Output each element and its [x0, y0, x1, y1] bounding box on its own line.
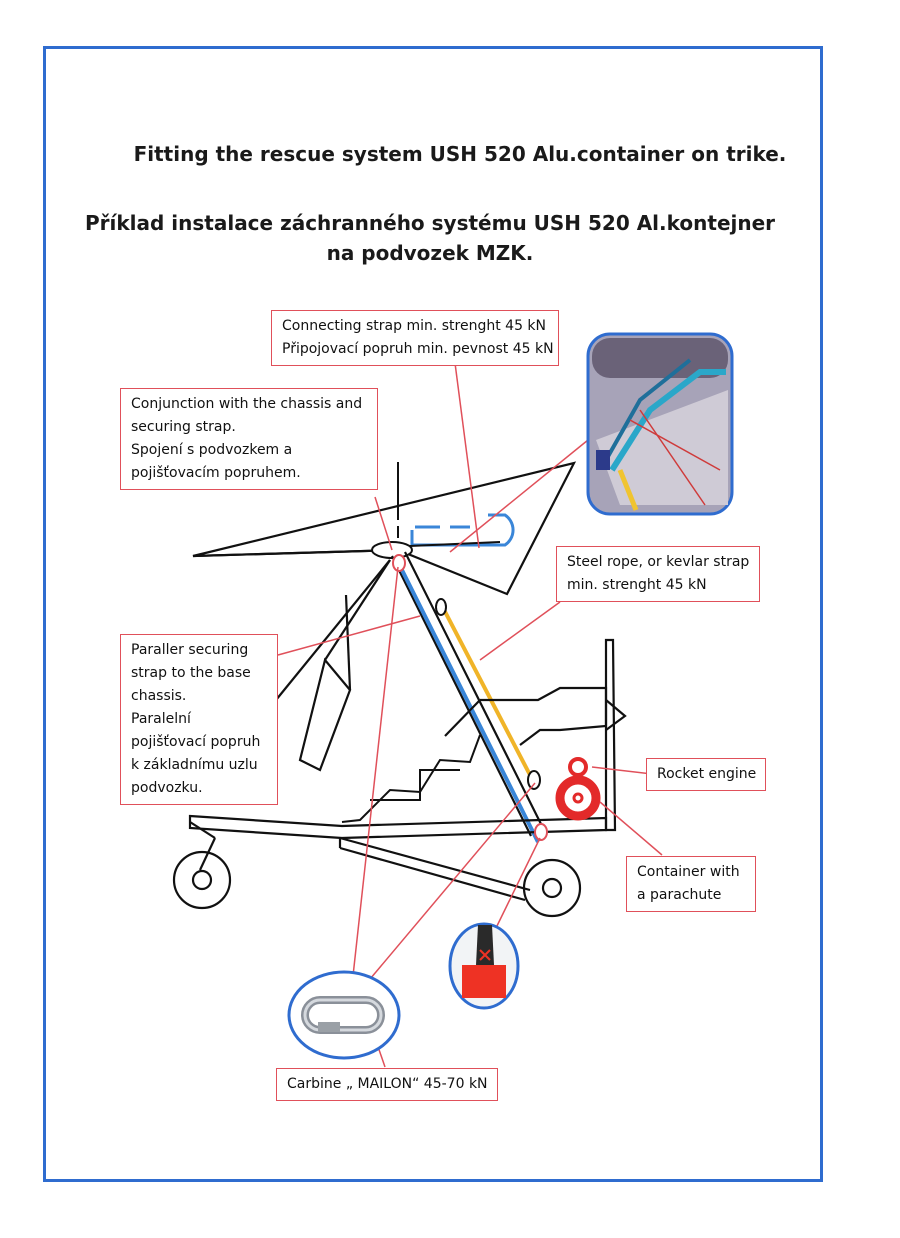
label-steel-rope-line2: min. strenght 45 kN	[567, 577, 707, 593]
label-conjunction-line2: securing strap.	[131, 419, 236, 435]
steel-rope	[438, 601, 532, 776]
label-container: Container with a parachute	[626, 856, 756, 912]
label-connecting-strap-line2: Připojovací popruh min. pevnost 45 kN	[282, 341, 554, 357]
label-connecting-strap-line1: Connecting strap min. strenght 45 kN	[282, 318, 547, 334]
front-wheel	[172, 850, 232, 910]
engine-body	[444, 638, 627, 832]
label-steel-rope: Steel rope, or kevlar strap min. strengh…	[556, 546, 760, 602]
label-parallel-strap: Paraller securing strap to the base chas…	[120, 634, 278, 805]
title-english: Fitting the rescue system USH 520 Alu.co…	[133, 142, 787, 166]
carbine-photo	[287, 970, 401, 1060]
wing	[192, 461, 577, 596]
label-carbine-text: Carbine „ MAILON“ 45-70 kN	[287, 1076, 488, 1092]
label-container-line1: Container with	[637, 864, 740, 880]
label-container-line2: a parachute	[637, 887, 722, 903]
label-parallel-line1: Paraller securing	[131, 642, 249, 658]
main-mast	[391, 551, 546, 837]
label-parallel-line7: podvozku.	[131, 780, 203, 796]
base-frame	[188, 814, 608, 902]
rear-wheel	[522, 858, 582, 918]
label-connecting-strap: Connecting strap min. strenght 45 kN Při…	[271, 310, 559, 366]
title-czech: Příklad instalace záchranného systému US…	[0, 208, 880, 268]
title-czech-line2: na podvozek MZK.	[326, 241, 534, 265]
label-steel-rope-line1: Steel rope, or kevlar strap	[567, 554, 750, 570]
installation-photo	[586, 332, 734, 516]
rocket-engine	[568, 757, 588, 777]
parachute-container	[555, 775, 601, 821]
seat	[341, 734, 481, 823]
label-conjunction-line3: Spojení s podvozkem a	[131, 442, 293, 458]
label-rocket-engine: Rocket engine	[646, 758, 766, 791]
label-carbine: Carbine „ MAILON“ 45-70 kN	[276, 1068, 498, 1101]
label-conjunction: Conjunction with the chassis and securin…	[120, 388, 378, 490]
label-parallel-line3: chassis.	[131, 688, 187, 704]
strap-photo	[448, 922, 520, 1010]
label-parallel-line5: pojišťovací popruh	[131, 734, 261, 750]
title-czech-line1: Příklad instalace záchranného systému US…	[84, 211, 776, 235]
pointer-lines	[277, 362, 663, 1068]
label-parallel-line6: k základnímu uzlu	[131, 757, 258, 773]
front-strut	[275, 559, 391, 772]
label-conjunction-line1: Conjunction with the chassis and	[131, 396, 363, 412]
parallel-strap	[395, 559, 540, 843]
label-conjunction-line4: pojišťovacím popruhem.	[131, 465, 301, 481]
attachment-rings	[392, 554, 548, 841]
label-parallel-line2: strap to the base	[131, 665, 251, 681]
page-frame	[43, 46, 823, 1182]
label-rocket-engine-text: Rocket engine	[657, 766, 757, 782]
label-parallel-line4: Paralelní	[131, 711, 191, 727]
container-outline	[410, 513, 515, 547]
